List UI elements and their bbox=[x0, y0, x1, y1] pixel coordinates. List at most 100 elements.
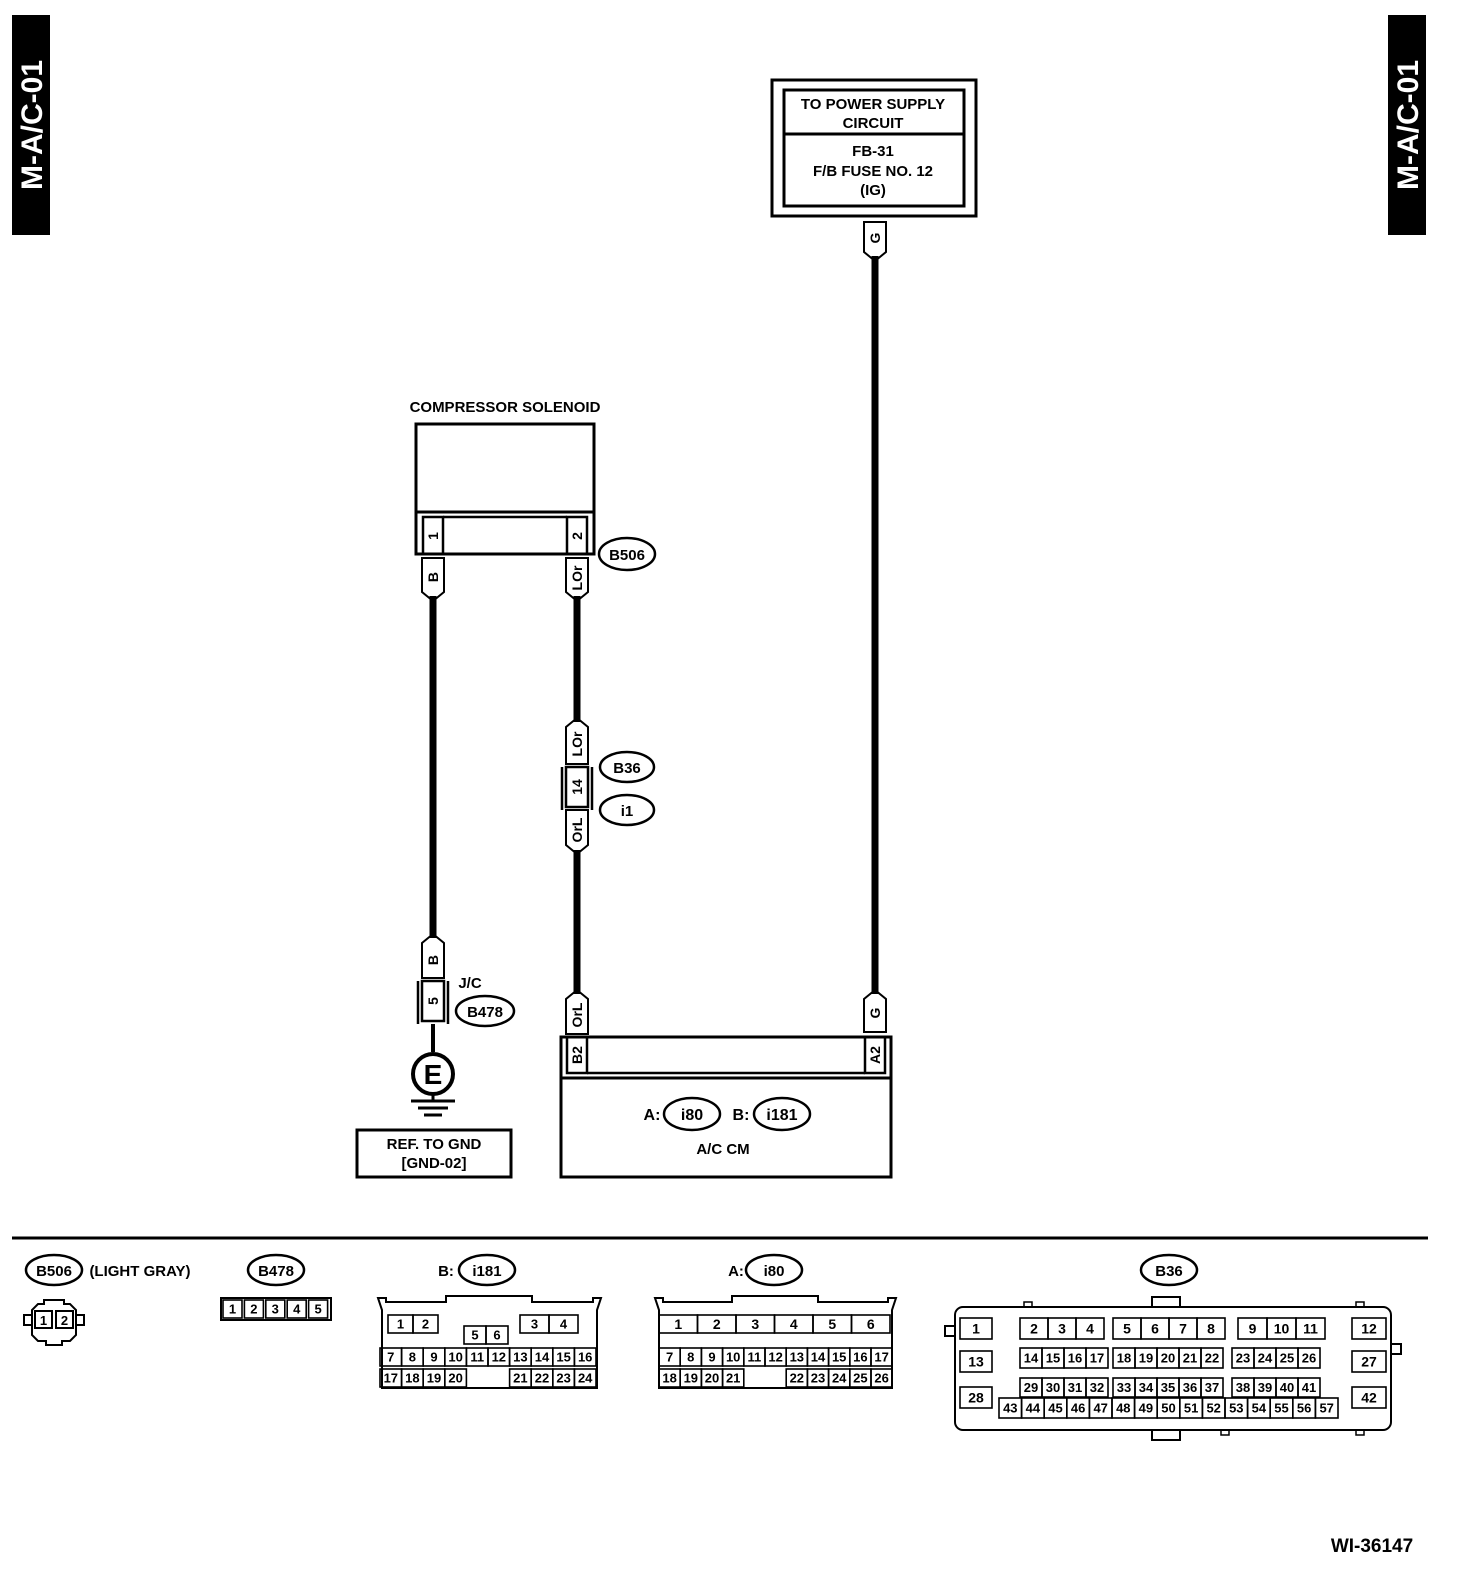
ac-cm-connector-b: i181 bbox=[766, 1107, 797, 1124]
connector-pin-number: 5 bbox=[314, 1302, 321, 1317]
connector-pin-number: 32 bbox=[1090, 1380, 1104, 1395]
power-supply-title-1: TO POWER SUPPLY bbox=[801, 96, 945, 113]
connector-pin-cell bbox=[548, 1314, 579, 1334]
wire-tag-orl-bottom-label: OrL bbox=[569, 1002, 585, 1027]
connector-view-b506-pin: 2 bbox=[61, 1313, 68, 1328]
ground-symbol-letter: E bbox=[424, 1059, 443, 1090]
connector-pin-number: 17 bbox=[384, 1371, 398, 1386]
connector-pin-number: 7 bbox=[666, 1350, 673, 1365]
connector-pin-cell bbox=[1314, 1397, 1339, 1419]
connector-pin-number: 39 bbox=[1258, 1380, 1272, 1395]
ac-cm-prefix-b: B: bbox=[733, 1107, 750, 1124]
connector-pin-number: 25 bbox=[1280, 1351, 1294, 1366]
ac-control-module: B2 A2 A: i80 B: i181 A/C CM bbox=[559, 1035, 893, 1179]
connector-pin-number: 55 bbox=[1274, 1401, 1288, 1416]
ground-symbol: E bbox=[411, 1052, 455, 1117]
connector-pin-number: 12 bbox=[1361, 1321, 1377, 1337]
connector-b506-label: B506 bbox=[609, 547, 645, 564]
connector-b36-label: B36 bbox=[613, 760, 641, 777]
connector-pin-cell bbox=[959, 1350, 993, 1373]
wire-tag-orl-bottom: OrL bbox=[565, 988, 589, 1035]
connector-pin-number: 1 bbox=[397, 1317, 404, 1332]
connector-pin-number: 54 bbox=[1252, 1401, 1267, 1416]
connector-pin-number: 46 bbox=[1071, 1401, 1085, 1416]
connector-view-b506: B506 (LIGHT GRAY) 1 2 bbox=[23, 1253, 191, 1346]
connector-pin-number: 34 bbox=[1139, 1380, 1154, 1395]
connector-pin-number: 19 bbox=[684, 1371, 698, 1386]
ac-cm-connector-a: i80 bbox=[681, 1107, 703, 1124]
wire-tag-g-top-label: G bbox=[867, 232, 883, 243]
connector-pin-number: 21 bbox=[1183, 1351, 1197, 1366]
ground-ref-2: [GND-02] bbox=[401, 1155, 466, 1172]
ac-cm-label: A/C CM bbox=[696, 1141, 749, 1158]
connector-pin-number: 44 bbox=[1026, 1401, 1041, 1416]
connector-pin-number: 21 bbox=[726, 1371, 740, 1386]
page-code-right: M-A/C-01 bbox=[1392, 60, 1425, 190]
connector-pin-number: 30 bbox=[1046, 1380, 1060, 1395]
connector-pin-number: 4 bbox=[293, 1302, 301, 1317]
connector-pin-number: 9 bbox=[1249, 1321, 1257, 1337]
page-code-tab-left bbox=[12, 15, 50, 235]
connector-pin-cell bbox=[1351, 1386, 1387, 1409]
figure-id: WI-36147 bbox=[1331, 1536, 1413, 1557]
connector-view-b506-pin: 1 bbox=[40, 1313, 47, 1328]
connector-pin-number: 6 bbox=[493, 1328, 500, 1343]
connector-pin-number: 22 bbox=[790, 1371, 804, 1386]
connector-pin-cell bbox=[959, 1386, 993, 1409]
power-supply-box: TO POWER SUPPLY CIRCUIT FB-31 F/B FUSE N… bbox=[770, 78, 978, 218]
connector-pin-cell bbox=[1351, 1317, 1387, 1340]
connector-pin-number: 47 bbox=[1093, 1401, 1107, 1416]
connector-pin-number: 4 bbox=[1086, 1321, 1094, 1337]
connector-pin-cell bbox=[1351, 1350, 1387, 1373]
joint-connector-b478: 5 J/C B478 bbox=[416, 975, 516, 1052]
connector-pin-number: 14 bbox=[811, 1350, 826, 1365]
connector-pin-number: 51 bbox=[1184, 1401, 1198, 1416]
connector-pin-number: 3 bbox=[531, 1317, 538, 1332]
solenoid-pin-2: 2 bbox=[569, 532, 585, 540]
connector-pin-number: 9 bbox=[430, 1350, 437, 1365]
connector-pin-number: 8 bbox=[687, 1350, 694, 1365]
connector-pin-number: 12 bbox=[768, 1350, 782, 1365]
connector-pin-number: 20 bbox=[448, 1371, 462, 1386]
connector-pin-number: 2 bbox=[250, 1302, 257, 1317]
connector-pin-number: 45 bbox=[1048, 1401, 1062, 1416]
connector-view-b506-id: B506 bbox=[36, 1263, 72, 1280]
connector-pin-number: 4 bbox=[790, 1316, 798, 1332]
connector-pin-cell bbox=[1200, 1377, 1224, 1398]
connector-pin-number: 48 bbox=[1116, 1401, 1130, 1416]
connector-pin-number: 15 bbox=[832, 1350, 846, 1365]
connector-pin-number: 4 bbox=[560, 1317, 568, 1332]
solenoid-pin-1: 1 bbox=[425, 532, 441, 540]
page-code-tab-right bbox=[1388, 15, 1426, 235]
connector-pin-number: 7 bbox=[1179, 1321, 1187, 1337]
wire-tag-g-top: G bbox=[863, 221, 887, 263]
wire-tag-b-bottom: B bbox=[421, 932, 445, 979]
connector-pin-number: 8 bbox=[409, 1350, 416, 1365]
connector-pin-number: 35 bbox=[1161, 1380, 1175, 1395]
connector-view-b506-note: (LIGHT GRAY) bbox=[89, 1263, 190, 1280]
connector-pin-number: 12 bbox=[492, 1350, 506, 1365]
connector-pin-cell bbox=[573, 1347, 597, 1367]
connector-pin-number: 9 bbox=[708, 1350, 715, 1365]
connector-pin-cell bbox=[412, 1314, 439, 1334]
joint-connector-pin-5: 5 bbox=[425, 997, 441, 1005]
connector-pin-number: 23 bbox=[556, 1371, 570, 1386]
connector-pin-number: 7 bbox=[387, 1350, 394, 1365]
connector-pin-number: 42 bbox=[1361, 1390, 1377, 1406]
connector-pin-number: 17 bbox=[874, 1350, 888, 1365]
ground-ref-box: REF. TO GND [GND-02] bbox=[355, 1128, 513, 1179]
ground-ref-1: REF. TO GND bbox=[387, 1136, 482, 1153]
connector-pin-number: 13 bbox=[968, 1354, 984, 1370]
connector-pin-number: 56 bbox=[1297, 1401, 1311, 1416]
connector-pin-number: 10 bbox=[1274, 1321, 1290, 1337]
connector-pin-number: 25 bbox=[853, 1371, 867, 1386]
wire-tag-b-top-label: B bbox=[425, 572, 441, 582]
connector-pin-cell bbox=[1085, 1377, 1109, 1398]
connector-pin-number: 40 bbox=[1280, 1380, 1294, 1395]
connector-pin-number: 22 bbox=[1205, 1351, 1219, 1366]
connector-pin-cell bbox=[485, 1325, 509, 1345]
connector-pin-cell bbox=[1196, 1317, 1226, 1340]
connector-pin-number: 5 bbox=[828, 1316, 836, 1332]
